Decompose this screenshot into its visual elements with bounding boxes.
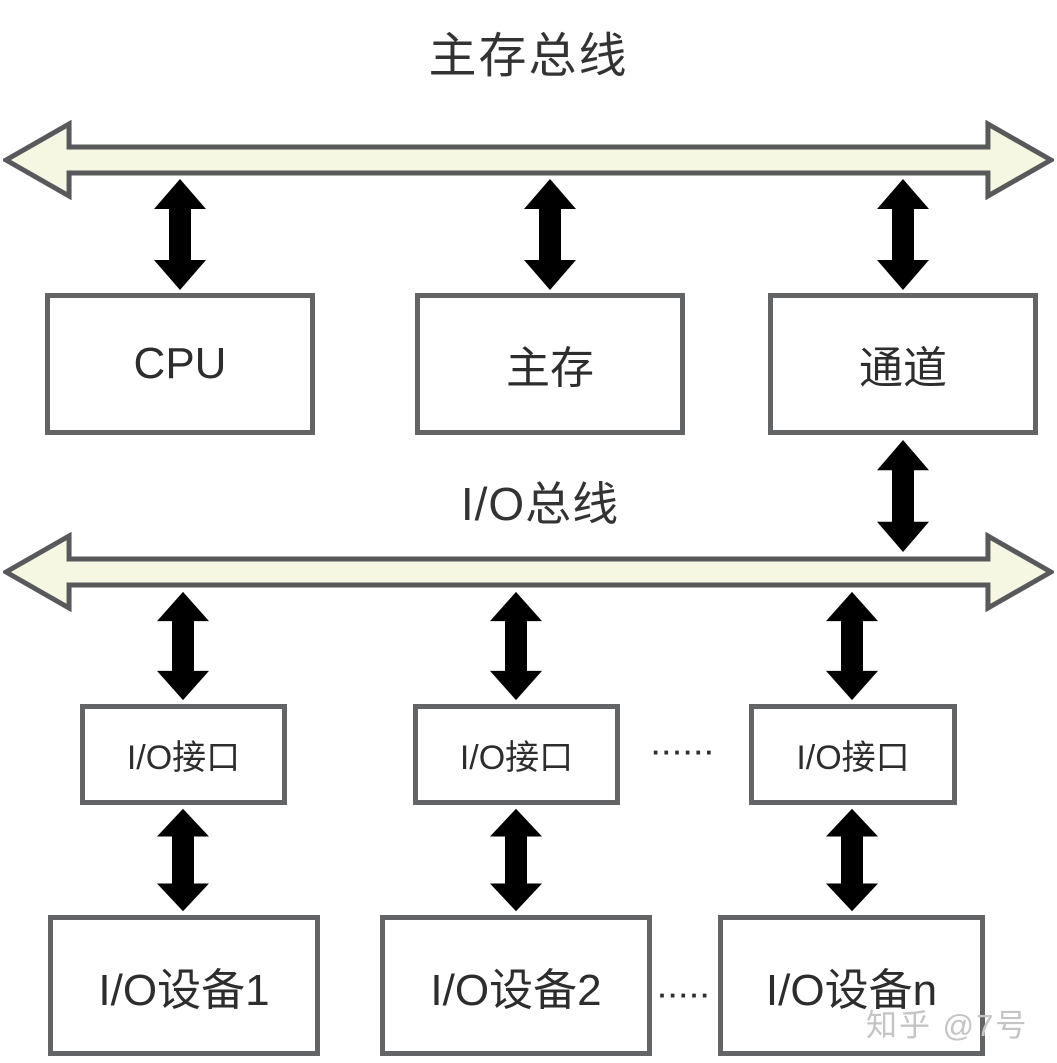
io-bus-interface3-arrow xyxy=(826,591,878,701)
interface2-device2-arrow xyxy=(490,808,542,912)
io-bus-interface1-arrow xyxy=(157,591,209,701)
io-interface2-box: I/O接口 xyxy=(413,704,620,805)
cpu-box-label: CPU xyxy=(133,339,227,388)
channel-box: 通道 xyxy=(768,293,1038,435)
io-device-n-box: I/O设备n xyxy=(718,915,985,1056)
interface3-devicen-arrow xyxy=(826,808,878,912)
main-bus-cpu-arrow xyxy=(154,179,206,290)
main-bus-memory-arrow xyxy=(524,179,576,290)
main-memory-bus-arrow xyxy=(3,120,1054,200)
main-memory-box-label: 主存 xyxy=(506,344,594,393)
io-bus-arrow xyxy=(3,532,1054,612)
io-interface1-box: I/O接口 xyxy=(80,704,287,805)
main-memory-box: 主存 xyxy=(415,293,685,435)
main-bus-channel-arrow xyxy=(877,179,929,290)
interface-row-ellipsis: ······ xyxy=(652,737,716,767)
io-interface1-label: I/O接口 xyxy=(126,739,241,777)
io-bus-interface2-arrow xyxy=(490,591,542,701)
channel-box-label: 通道 xyxy=(859,344,947,393)
io-device2-label: I/O设备2 xyxy=(430,965,602,1015)
io-device-n-label: I/O设备n xyxy=(765,965,938,1015)
io-interface2-label: I/O接口 xyxy=(459,739,574,777)
interface1-device1-arrow xyxy=(157,808,209,912)
io-device2-box: I/O设备2 xyxy=(380,915,652,1056)
watermark: 知乎 @7号 xyxy=(866,1008,1029,1043)
cpu-box: CPU xyxy=(45,293,315,435)
main-bus-title: 主存总线 xyxy=(428,30,629,83)
io-interface3-label: I/O接口 xyxy=(796,739,910,777)
io-device1-box: I/O设备1 xyxy=(48,915,320,1056)
io-interface3-box: I/O接口 xyxy=(749,704,957,805)
io-bus-title: I/O总线 xyxy=(460,478,620,530)
io-device1-label: I/O设备1 xyxy=(98,965,270,1015)
device-row-ellipsis: ····· xyxy=(658,980,712,1010)
